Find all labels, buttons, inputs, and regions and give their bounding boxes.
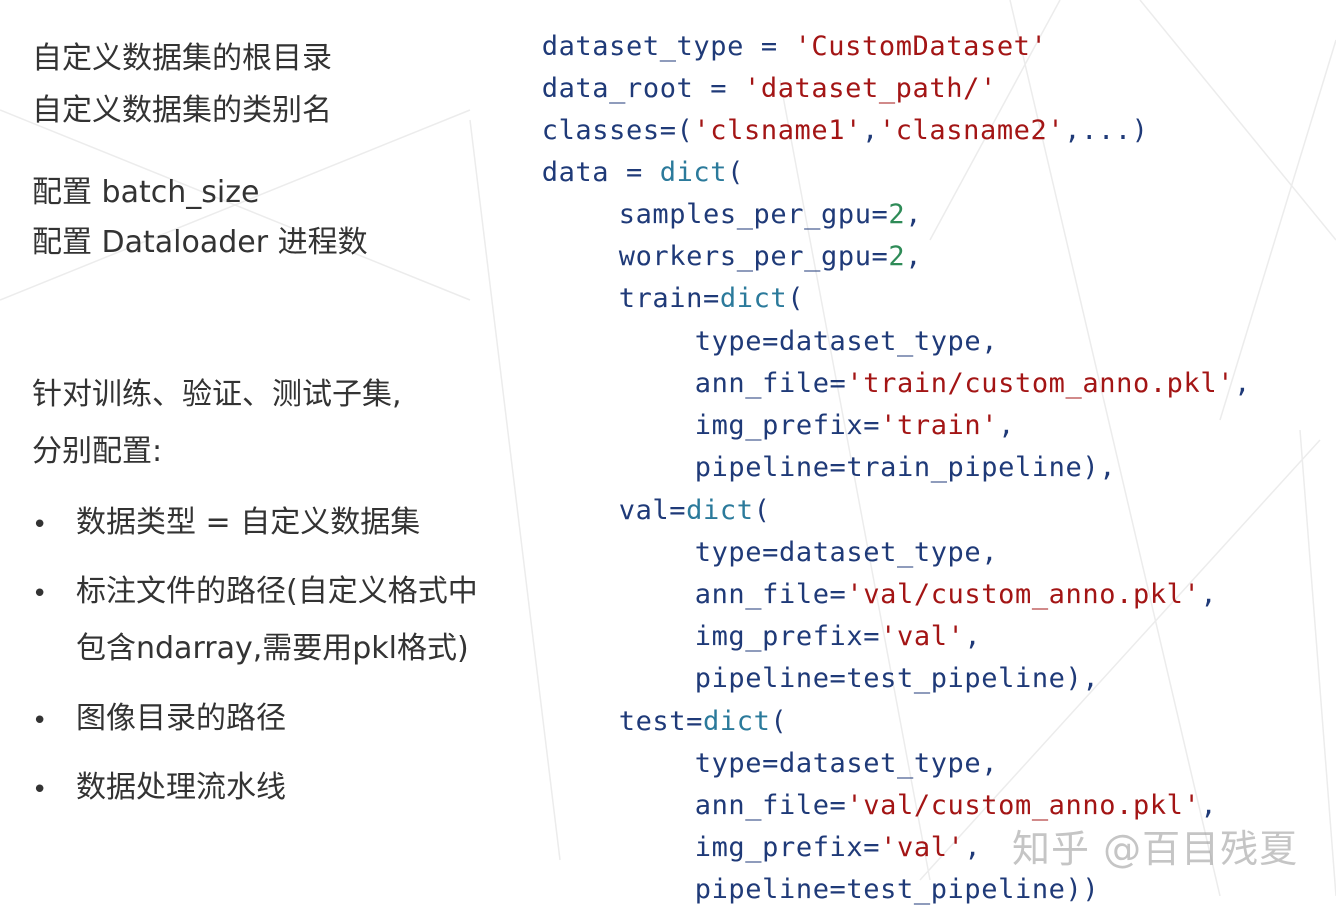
bullet-dataset-type: 数据类型 = 自定义数据集 [76, 505, 421, 540]
bullet-dot-icon: • [32, 706, 48, 736]
code-line-train-dict: train=dict( [618, 283, 805, 314]
code-line-val-ann-file: ann_file='val/custom_anno.pkl', [694, 579, 1218, 610]
code-line-test-ann-file: ann_file='val/custom_anno.pkl', [694, 790, 1218, 821]
bullet-dot-icon: • [32, 579, 48, 609]
code-line-test-type: type=dataset_type, [694, 748, 999, 779]
annotation-subsets-line2: 分别配置: [32, 434, 163, 469]
code-line-classes: classes=('clsname1','clasname2',...) [541, 115, 1149, 146]
annotation-batch-size: 配置 batch_size [32, 175, 260, 210]
code-line-test-img-prefix: img_prefix='val', [694, 832, 982, 863]
watermark: 知乎 @百目残夏 [1012, 827, 1299, 871]
code-line-train-type: type=dataset_type, [694, 326, 999, 357]
annotation-workers: 配置 Dataloader 进程数 [32, 225, 368, 260]
code-line-train-img-prefix: img_prefix='train', [694, 410, 1015, 441]
bullet-dot-icon: • [32, 775, 48, 805]
code-line-val-dict: val=dict( [618, 495, 771, 526]
code-line-val-img-prefix: img_prefix='val', [694, 621, 982, 652]
bullet-ann-file-line2: 包含ndarray,需要用pkl格式) [76, 631, 469, 666]
bullet-pipeline: 数据处理流水线 [76, 770, 286, 805]
code-line-train-ann-file: ann_file='train/custom_anno.pkl', [694, 368, 1251, 399]
annotation-classes: 自定义数据集的类别名 [32, 93, 332, 128]
code-line-train-pipeline: pipeline=train_pipeline), [694, 452, 1117, 483]
code-line-val-pipeline: pipeline=test_pipeline), [694, 663, 1100, 694]
code-line-data-dict: data = dict( [541, 157, 744, 188]
code-line-data-root: data_root = 'dataset_path/' [541, 73, 997, 104]
code-line-dataset-type: dataset_type = 'CustomDataset' [541, 31, 1048, 62]
bullet-img-prefix: 图像目录的路径 [76, 701, 286, 736]
code-line-samples-per-gpu: samples_per_gpu=2, [618, 199, 923, 230]
bullet-dot-icon: • [32, 510, 48, 540]
code-line-test-dict: test=dict( [618, 706, 788, 737]
code-line-workers-per-gpu: workers_per_gpu=2, [618, 241, 923, 272]
bullet-ann-file-line1: 标注文件的路径(自定义格式中 [76, 574, 478, 609]
code-line-val-type: type=dataset_type, [694, 537, 999, 568]
annotation-data-root: 自定义数据集的根目录 [32, 41, 332, 76]
annotation-subsets-line1: 针对训练、验证、测试子集, [32, 377, 402, 412]
